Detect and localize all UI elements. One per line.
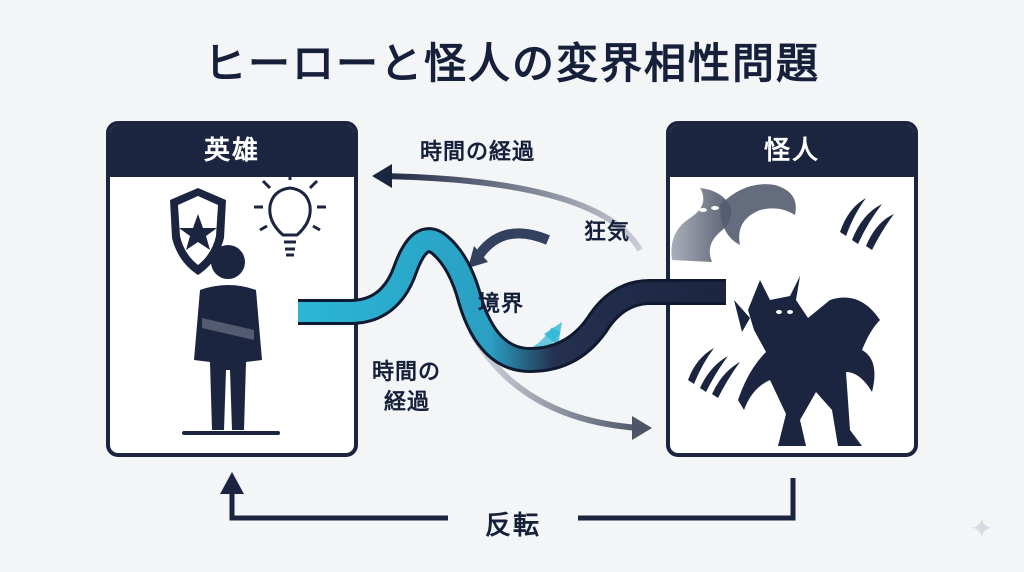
hero-panel-header: 英雄 xyxy=(110,125,354,177)
reversal-label: 反転 xyxy=(448,505,578,542)
boundary-label: 境界 xyxy=(478,292,525,317)
time-label-top: 時間の経過 xyxy=(420,140,536,165)
claw-marks-icon xyxy=(840,198,894,250)
time-arrow-top xyxy=(372,164,643,252)
sparkle-icon: ✦ xyxy=(970,512,994,545)
reversal-arrow-head xyxy=(220,472,244,494)
smoke-spirit-icon xyxy=(671,184,796,262)
shield-icon xyxy=(170,188,226,275)
time-label-middle-line1: 時間の xyxy=(372,360,442,385)
monster-figure-icon xyxy=(734,276,880,446)
madness-label: 狂気 xyxy=(584,220,631,245)
time-label-middle-line2: 経過 xyxy=(384,390,431,415)
claw-marks-lower-icon xyxy=(688,348,740,398)
lightbulb-icon xyxy=(254,170,326,257)
monster-panel-header: 怪人 xyxy=(670,125,914,177)
boundary-wave xyxy=(298,227,726,374)
hero-figure-icon xyxy=(182,245,280,435)
page-title: ヒーローと怪人の変界相性問題 xyxy=(203,39,820,88)
